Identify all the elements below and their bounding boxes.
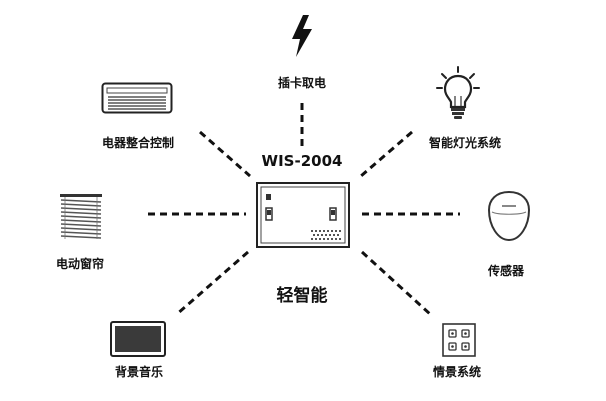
connector-music <box>176 250 249 316</box>
node-label-lighting: 智能灯光系统 <box>428 136 502 150</box>
connector-lighting <box>360 130 413 178</box>
light-bulb-icon <box>436 66 480 122</box>
controller-device <box>256 182 350 248</box>
window-blind-icon <box>58 193 104 241</box>
node-label-sensor: 传感器 <box>487 264 525 278</box>
center-title: 轻智能 <box>276 286 328 306</box>
device-model-label: WIS-2004 <box>261 152 343 170</box>
lightning-bolt-icon <box>289 14 315 58</box>
connector-appliance <box>199 130 251 178</box>
sensor-icon <box>486 190 532 242</box>
node-label-card: 插卡取电 <box>277 76 327 90</box>
display-screen-icon <box>110 321 166 357</box>
scene-panel-icon <box>442 323 476 357</box>
air-conditioner-icon <box>101 82 173 114</box>
node-label-appliance: 电器整合控制 <box>101 136 175 150</box>
connector-scene <box>360 250 432 316</box>
node-label-music: 背景音乐 <box>114 365 164 379</box>
node-label-curtain: 电动窗帘 <box>55 257 105 271</box>
node-label-scene: 情景系统 <box>432 365 482 379</box>
